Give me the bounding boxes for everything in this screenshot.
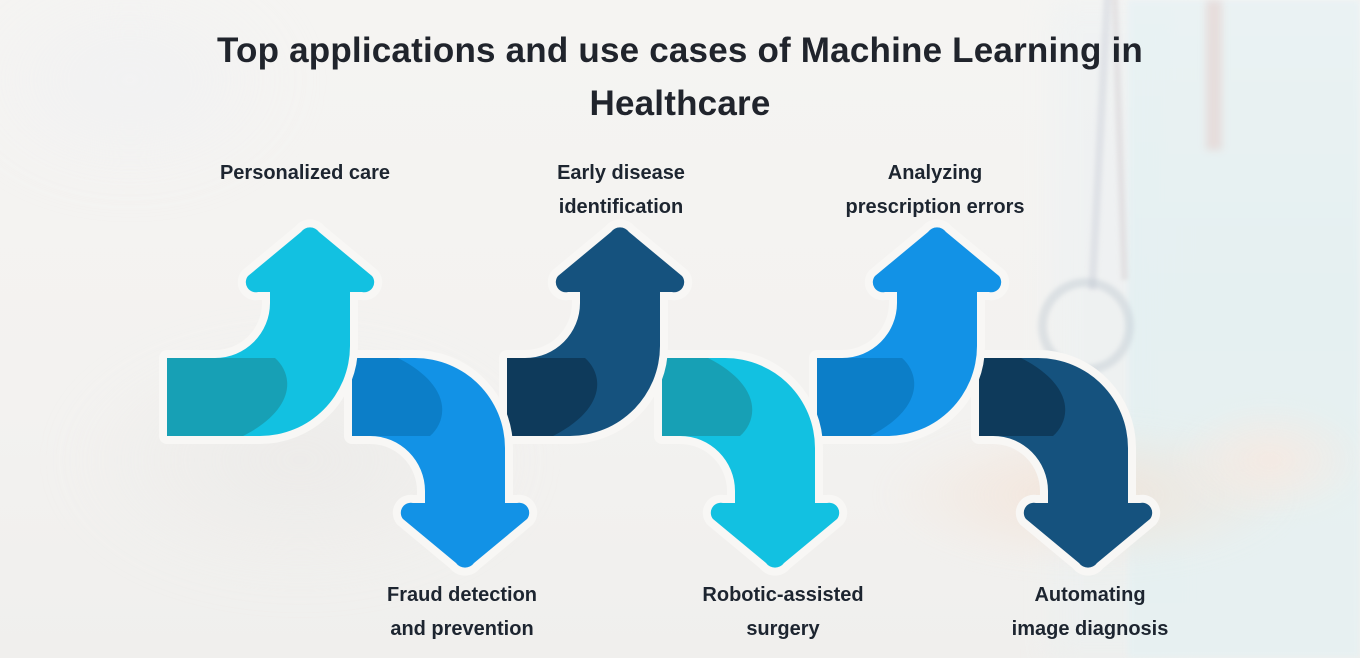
- label-line: identification: [558, 196, 684, 218]
- arrow-analyzing-prescription-errors: [809, 219, 1010, 444]
- label-line: image diagnosis: [1011, 618, 1169, 640]
- page-title-line1: Top applications and use cases of Machin…: [217, 31, 1143, 70]
- label-robotic-assisted-surgery: Robotic-assisted surgery: [702, 578, 863, 646]
- label-personalized-care: Personalized care: [220, 156, 390, 190]
- label-line: Early disease: [557, 162, 685, 184]
- ribbon-shade: [167, 358, 288, 436]
- arrow-robotic-assisted-surgery: [654, 350, 848, 576]
- label-line: Robotic-assisted: [702, 584, 864, 606]
- label-automating-image-diagnosis: Automating image diagnosis: [1012, 578, 1169, 646]
- label-line: and prevention: [390, 618, 534, 640]
- arrow-automating-image-diagnosis: [971, 350, 1161, 576]
- page-title: Top applications and use cases of Machin…: [0, 24, 1360, 130]
- label-line: prescription errors: [845, 196, 1025, 218]
- ribbon-shade: [662, 358, 753, 436]
- label-analyzing-prescription-errors: Analyzing prescription errors: [846, 156, 1025, 224]
- label-line: Fraud detection: [386, 584, 538, 606]
- ribbon-shade: [352, 358, 443, 436]
- ribbon-shade: [507, 358, 598, 436]
- arrow-early-disease-identification: [499, 219, 693, 444]
- page-title-line2: Healthcare: [589, 84, 771, 123]
- arrow-fraud-detection: [344, 350, 538, 576]
- ribbon-shade: [979, 358, 1066, 436]
- arrow-personalized-care: [159, 219, 383, 444]
- label-line: Analyzing: [887, 162, 983, 184]
- label-fraud-detection: Fraud detection and prevention: [387, 578, 537, 646]
- label-early-disease-identification: Early disease identification: [557, 156, 685, 224]
- label-line: surgery: [746, 618, 820, 640]
- label-line: Personalized care: [219, 162, 391, 184]
- label-line: Automating: [1034, 584, 1146, 606]
- ribbon-shade: [817, 358, 915, 436]
